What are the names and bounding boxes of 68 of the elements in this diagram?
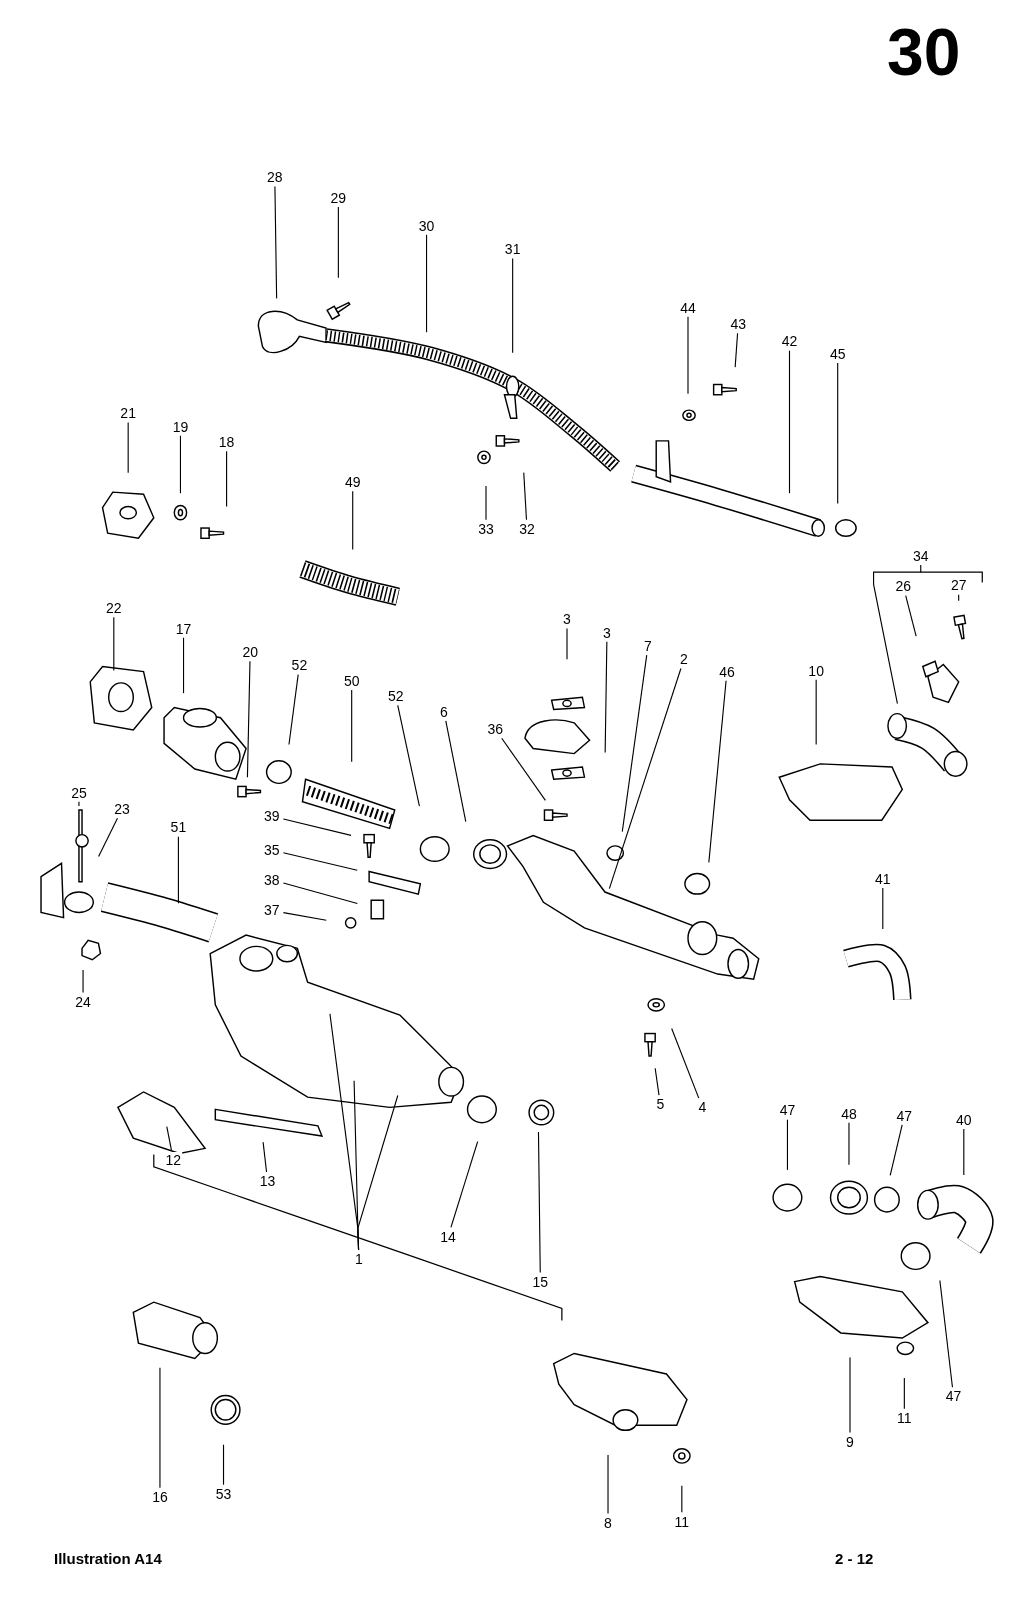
leader-line (246, 660, 251, 778)
leader-line (127, 421, 129, 474)
leader-line (282, 912, 327, 921)
leader-line (537, 1131, 541, 1273)
leader-line (815, 679, 817, 745)
leader-line (608, 667, 682, 890)
leader-line (177, 836, 179, 904)
callout-number: 12 (164, 1151, 183, 1168)
leader-line (222, 1444, 225, 1486)
leader-line (274, 186, 278, 299)
leader-line (607, 1454, 609, 1514)
leader-line (681, 1485, 683, 1513)
leader-line (734, 332, 739, 368)
leader-line (159, 1367, 161, 1489)
leader-line (352, 490, 354, 551)
callout-number: 36 (486, 721, 504, 737)
leader-line (485, 485, 487, 521)
callout-number: 11 (896, 1410, 913, 1426)
leader-line (450, 1141, 479, 1228)
leader-line (837, 362, 839, 504)
leader-line (166, 1126, 173, 1151)
leader-line (282, 852, 358, 871)
leader-line (566, 627, 568, 660)
leader-line (849, 1356, 851, 1433)
callout-number: 35 (262, 842, 281, 858)
leader-line (82, 969, 84, 994)
leader-line (654, 1067, 660, 1096)
leader-line (288, 674, 299, 746)
leader-line (357, 1094, 399, 1251)
leader-line (501, 737, 546, 801)
page-number: 30 (887, 14, 961, 90)
leader-line (98, 817, 119, 858)
leader-line (621, 654, 648, 833)
leader-line (889, 1124, 903, 1176)
leader-line (282, 882, 358, 905)
leader-line (882, 887, 884, 930)
leader-line (351, 689, 353, 763)
leader-line (873, 564, 922, 705)
leader-line (848, 1122, 850, 1166)
leader-line (671, 1027, 700, 1099)
leader-line (788, 350, 791, 494)
leader-line (786, 1119, 788, 1171)
illustration-caption: Illustration A14 (54, 1550, 162, 1567)
leader-line (226, 450, 228, 508)
page-reference: 2 - 12 (835, 1550, 874, 1567)
leader-line (397, 704, 420, 807)
leader-line (905, 595, 917, 637)
leader-line (262, 1141, 268, 1173)
leader-line (337, 206, 339, 279)
leader-line (445, 720, 467, 823)
callout-number: 22 (105, 600, 123, 616)
leader-line (512, 257, 514, 354)
leader-line (113, 616, 115, 672)
leader-line (604, 641, 608, 754)
leader-line (708, 680, 727, 863)
leader-line (179, 435, 182, 494)
leader-line (687, 316, 689, 395)
callout-number: 23 (113, 801, 131, 817)
leader-line (282, 818, 352, 836)
leader-line (963, 1128, 965, 1176)
leader-line (903, 1377, 905, 1410)
leader-line (182, 637, 185, 694)
leader-line (958, 594, 960, 602)
leader-line (425, 234, 428, 333)
leader-line (939, 1279, 954, 1388)
leader-line (78, 801, 80, 807)
leader-line (523, 472, 528, 521)
callout-number: 43 (729, 316, 747, 332)
